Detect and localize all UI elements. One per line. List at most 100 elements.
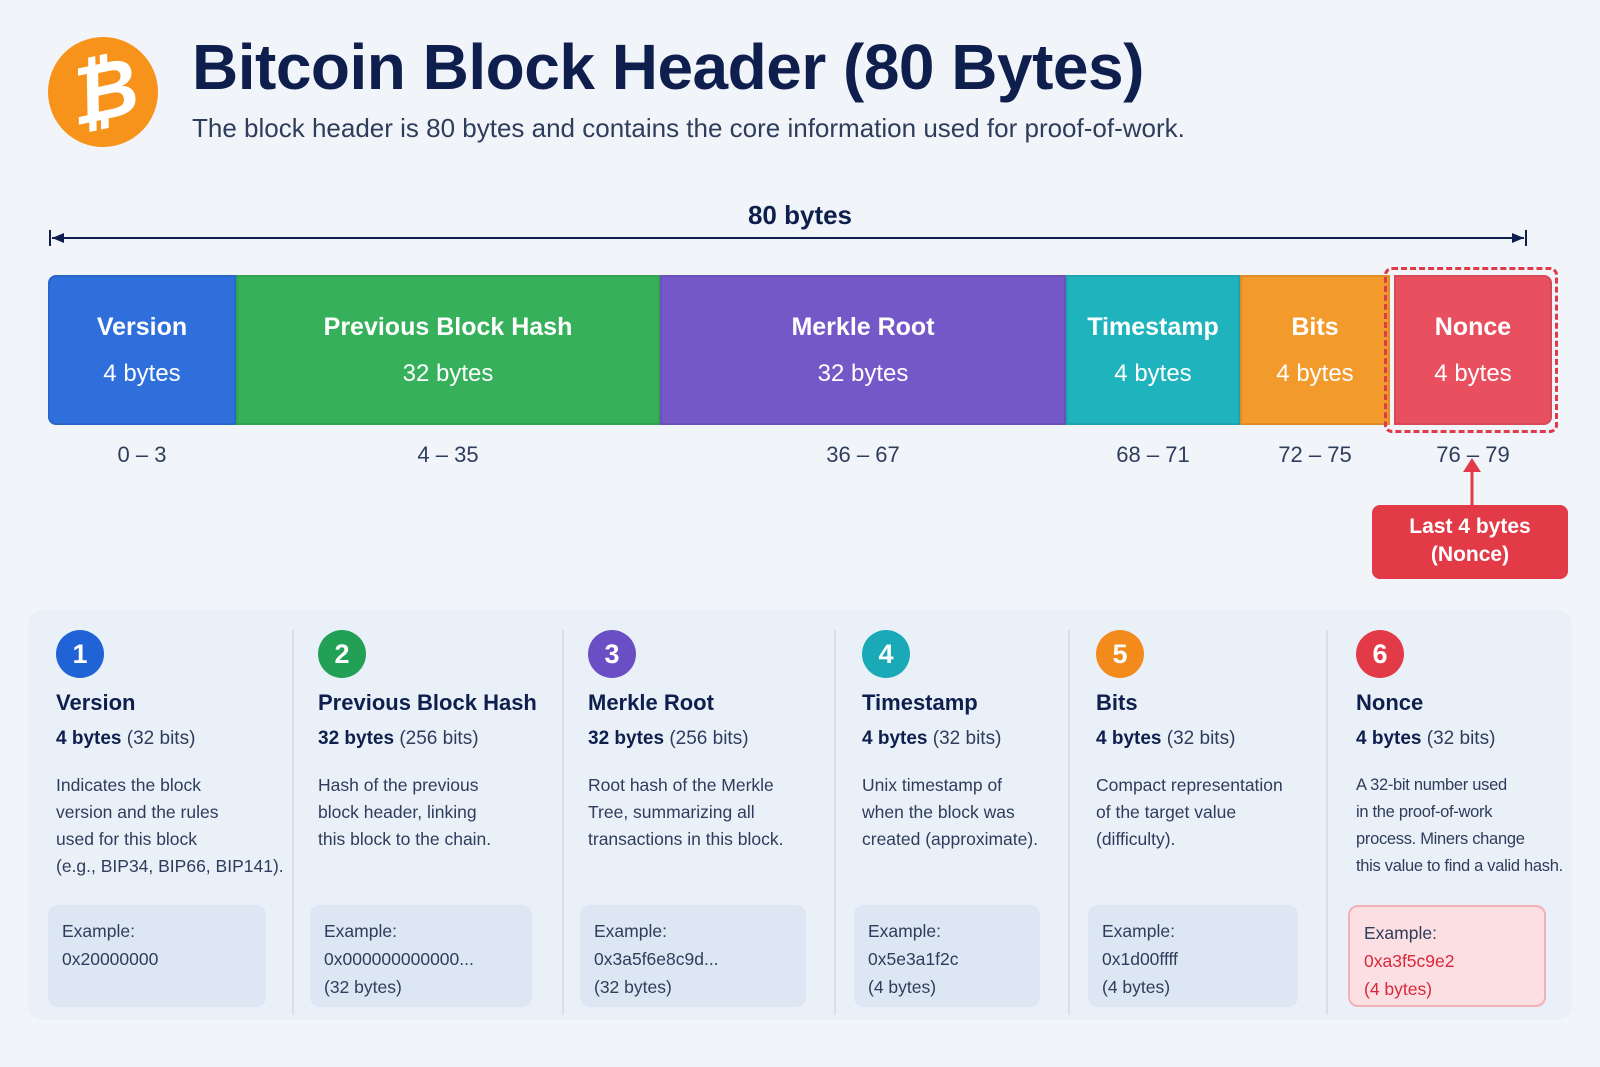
description-line: A 32-bit number used: [1356, 776, 1507, 794]
segment-name: Timestamp: [1087, 312, 1219, 341]
segment-bits: Bits 4 bytes: [1240, 275, 1390, 425]
segment-name: Bits: [1291, 312, 1339, 341]
field-size-bytes: 4 bytes: [862, 728, 928, 749]
field-description: Compact representation of the target val…: [1096, 772, 1320, 853]
segment-version: Version 4 bytes: [48, 275, 236, 425]
field-name: Version: [56, 690, 136, 715]
field-size: 32 bytes (256 bits): [318, 728, 554, 750]
field-size-bits: (256 bits): [669, 728, 749, 749]
description-line: when the block was: [862, 802, 1015, 822]
segment-size: 4 bytes: [103, 359, 181, 387]
field-size: 4 bytes (32 bits): [1356, 728, 1566, 750]
nonce-highlight-box: [1384, 267, 1558, 433]
callout-arrow-icon: [1463, 458, 1481, 506]
segment-merkle-root: Merkle Root 32 bytes: [660, 275, 1066, 425]
description-line: this value to find a valid hash.: [1356, 857, 1563, 875]
field-size-bits: (32 bits): [126, 728, 196, 749]
field-description: Root hash of the Merkle Tree, summarizin…: [588, 772, 828, 853]
example-note: (4 bytes): [1364, 979, 1433, 999]
segment-size: 32 bytes: [817, 359, 909, 387]
example-value: 0xa3f5c9e2: [1364, 951, 1455, 971]
step-number-badge: 4: [862, 630, 910, 678]
field-description: A 32-bit number used in the proof-of-wor…: [1356, 772, 1566, 880]
description-line: transactions in this block.: [588, 829, 784, 849]
segment-size: 4 bytes: [1276, 359, 1354, 387]
description-line: Root hash of the Merkle: [588, 775, 774, 795]
description-line: this block to the chain.: [318, 829, 492, 849]
example-note: (32 bytes): [324, 977, 402, 997]
field-size-bytes: 4 bytes: [1356, 728, 1422, 749]
description-line: Hash of the previous: [318, 775, 479, 795]
column-divider: [562, 630, 564, 1015]
example-label: Example:: [868, 921, 941, 941]
example-value: 0x5e3a1f2c: [868, 949, 959, 969]
field-card-nonce: 6 Nonce 4 bytes (32 bits) A 32-bit numbe…: [1348, 630, 1566, 1010]
field-size-bytes: 32 bytes: [588, 728, 665, 749]
field-card-merkle-root: 3 Merkle Root 32 bytes (256 bits) Root h…: [580, 630, 828, 1010]
description-line: in the proof-of-work: [1356, 803, 1493, 821]
segment-name: Previous Block Hash: [323, 312, 573, 341]
callout-line-2: (Nonce): [1430, 543, 1510, 566]
bitcoin-logo-icon: ₿: [37, 26, 169, 158]
description-line: created (approximate).: [862, 829, 1039, 849]
field-size-bytes: 4 bytes: [56, 728, 122, 749]
example-label: Example:: [594, 921, 667, 941]
field-card-previous-block-hash: 2 Previous Block Hash 32 bytes (256 bits…: [310, 630, 554, 1010]
field-card-timestamp: 4 Timestamp 4 bytes (32 bits) Unix times…: [854, 630, 1062, 1010]
segment-previous-block-hash: Previous Block Hash 32 bytes: [236, 275, 660, 425]
field-name: Nonce: [1356, 690, 1424, 715]
field-name: Previous Block Hash: [318, 690, 537, 715]
column-divider: [292, 630, 294, 1015]
field-description: Indicates the block version and the rule…: [56, 772, 284, 880]
step-number-badge: 3: [588, 630, 636, 678]
description-line: of the target value: [1096, 802, 1237, 822]
example-value: 0x3a5f6e8c9d...: [594, 949, 719, 969]
range-bits: 72 – 75: [1278, 442, 1352, 467]
segment-timestamp: Timestamp 4 bytes: [1066, 275, 1240, 425]
example-box: Example: 0x3a5f6e8c9d... (32 bytes): [580, 905, 806, 1007]
description-line: (e.g., BIP34, BIP66, BIP141).: [56, 856, 284, 876]
callout-line-1: Last 4 bytes: [1409, 515, 1531, 538]
segment-size: 4 bytes: [1434, 359, 1512, 387]
range-previous-block-hash: 4 – 35: [417, 442, 479, 467]
field-name: Timestamp: [862, 690, 978, 715]
step-number-badge: 1: [56, 630, 104, 678]
page-subtitle: The block header is 80 bytes and contain…: [192, 113, 1185, 143]
field-size-bytes: 4 bytes: [1096, 728, 1162, 749]
description-line: Tree, summarizing all: [588, 802, 755, 822]
range-timestamp: 68 – 71: [1116, 442, 1190, 467]
segment-size: 32 bytes: [402, 359, 494, 387]
example-box: Example: 0xa3f5c9e2 (4 bytes): [1348, 905, 1546, 1007]
total-size-label: 80 bytes: [747, 200, 853, 230]
segment-nonce: Nonce 4 bytes: [1394, 275, 1552, 425]
description-line: (difficulty).: [1096, 829, 1176, 849]
field-name: Bits: [1096, 690, 1138, 715]
description-line: block header, linking: [318, 802, 477, 822]
field-description: Hash of the previous block header, linki…: [318, 772, 554, 853]
segment-name: Version: [96, 312, 188, 341]
example-box: Example: 0x20000000: [48, 905, 266, 1007]
example-note: (4 bytes): [1102, 977, 1171, 997]
field-size: 4 bytes (32 bits): [1096, 728, 1320, 750]
example-value: 0x1d00ffff: [1102, 949, 1178, 969]
field-size-bits: (32 bits): [1166, 728, 1236, 749]
field-size-bits: (32 bits): [1426, 728, 1496, 749]
description-line: Compact representation: [1096, 775, 1283, 795]
column-divider: [1068, 630, 1070, 1015]
step-number-badge: 2: [318, 630, 366, 678]
page-title: Bitcoin Block Header (80 Bytes): [192, 31, 1144, 103]
step-number-badge: 5: [1096, 630, 1144, 678]
range-merkle-root: 36 – 67: [826, 442, 900, 467]
segment-size: 4 bytes: [1114, 359, 1192, 387]
description-line: version and the rules: [56, 802, 219, 822]
field-size-bits: (32 bits): [932, 728, 1002, 749]
description-line: Indicates the block: [56, 775, 201, 795]
range-version: 0 – 3: [117, 442, 167, 467]
example-value: 0x20000000: [62, 949, 159, 969]
field-size: 4 bytes (32 bits): [56, 728, 284, 750]
description-line: used for this block: [56, 829, 198, 849]
description-line: process. Miners change: [1356, 830, 1525, 848]
segment-name: Merkle Root: [791, 312, 935, 341]
column-divider: [1326, 630, 1328, 1015]
column-divider: [834, 630, 836, 1015]
